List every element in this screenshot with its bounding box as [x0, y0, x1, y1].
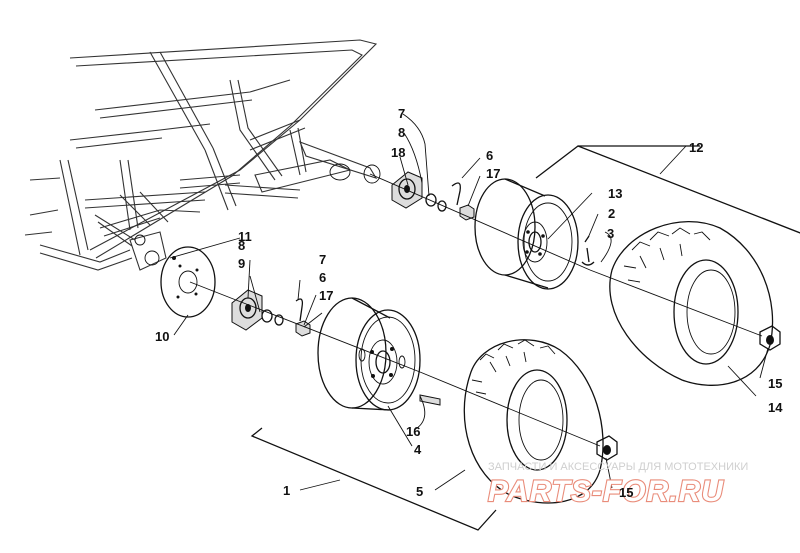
callouts: 1 2 3 4 5 6 6 7 7 8 8 9 10 11 12 13 14 1…	[155, 106, 783, 500]
callout-2: 2	[608, 206, 615, 221]
callout-5: 5	[416, 484, 423, 499]
callout-14: 14	[768, 400, 783, 415]
watermark-brand: PARTS-FOR.RU	[488, 475, 724, 508]
callout-11: 11	[238, 229, 252, 244]
group-brackets	[250, 145, 800, 531]
watermark-top-text: ЗАПЧАСТИ И АКСЕССУАРЫ ДЛЯ МОТОТЕХНИКИ	[488, 461, 748, 473]
callout-1: 1	[283, 483, 290, 498]
front-hub-upper	[369, 171, 591, 271]
callout-3: 3	[607, 226, 614, 241]
callout-13: 13	[608, 186, 622, 201]
brake-disc	[160, 246, 216, 318]
callout-6-lower: 6	[319, 270, 326, 285]
callout-12: 12	[689, 140, 703, 155]
callout-16: 16	[406, 424, 420, 439]
callout-6-upper: 6	[486, 148, 493, 163]
callout-18: 18	[391, 145, 405, 160]
callout-8-upper: 8	[398, 125, 405, 140]
callout-7-lower: 7	[319, 252, 326, 267]
front-tire-upper	[589, 220, 781, 386]
callout-10: 10	[155, 329, 169, 344]
leader-lines	[169, 113, 769, 491]
front-hub-lower	[189, 281, 421, 373]
vehicle-frame	[24, 39, 381, 271]
callout-7-upper: 7	[398, 106, 405, 121]
callout-17-lower: 17	[319, 288, 333, 303]
callout-4: 4	[414, 442, 422, 457]
front-rim-upper	[474, 178, 595, 290]
front-rim-lower	[317, 297, 441, 411]
callout-15-lower: 15	[619, 485, 633, 500]
callout-8-lower: 8	[238, 238, 245, 253]
watermark: ЗАПЧАСТИ И АКСЕССУАРЫ ДЛЯ МОТОТЕХНИКИ PA…	[487, 461, 748, 509]
callout-9: 9	[238, 256, 245, 271]
front-tire-lower	[419, 339, 618, 504]
callout-15-upper: 15	[768, 376, 782, 391]
callout-17-upper: 17	[486, 166, 500, 181]
